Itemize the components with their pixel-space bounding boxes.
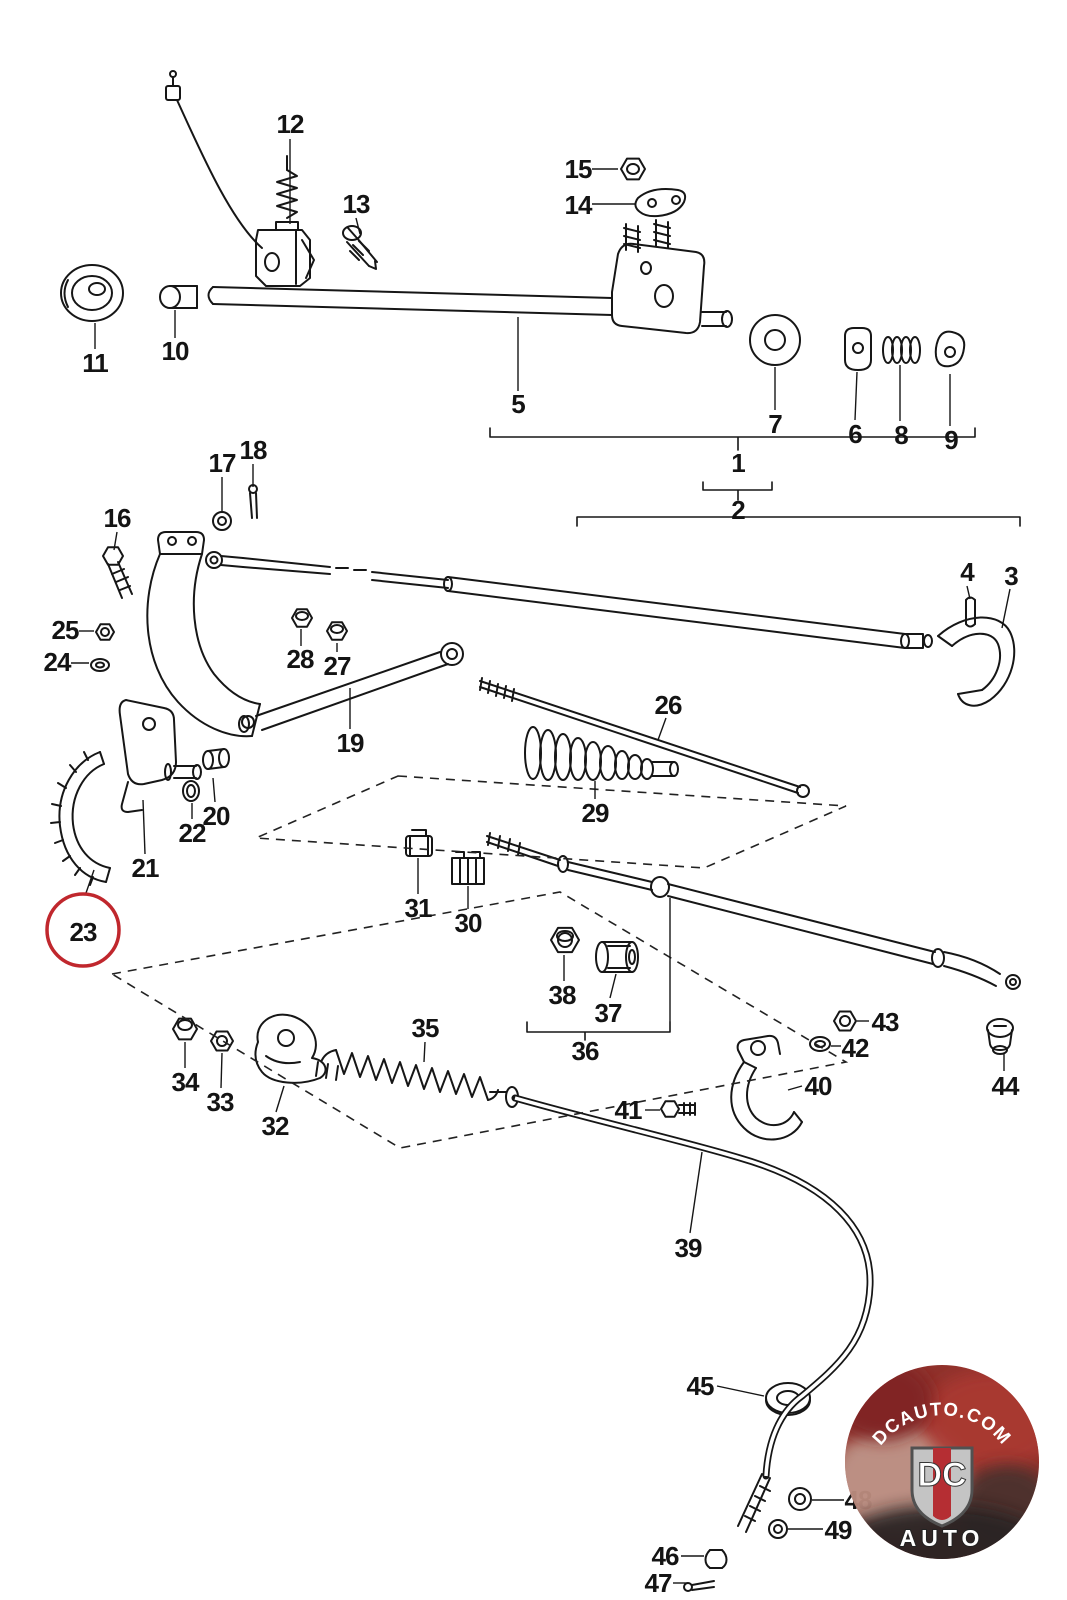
part-washer-7: [749, 314, 801, 366]
part-nut-33: [210, 1030, 234, 1052]
rear-cable-upper: [486, 832, 1021, 990]
part-screw-13: [342, 225, 378, 270]
callout-bracket-36: [526, 1021, 671, 1041]
part-rod-5: [207, 219, 733, 335]
part-plate-9: [934, 330, 966, 368]
part-nut-15: [620, 157, 646, 181]
logo-shield: DC: [910, 1446, 974, 1528]
part-washer-17: [212, 511, 232, 531]
part-nut-34: [172, 1017, 198, 1041]
leader-lines: [71, 139, 1011, 1584]
part-nut-38: [550, 926, 580, 954]
callout-bracket-2: [576, 481, 1021, 527]
part-nut-27: [326, 621, 348, 641]
part-bolt-16: [102, 546, 133, 599]
part-hook-23: [50, 751, 111, 886]
part-washer-24: [90, 658, 110, 672]
part-bolt-41: [660, 1100, 696, 1118]
dashed-planes: [109, 775, 849, 1149]
part-spring-35: [315, 1049, 519, 1108]
part-washer-49: [768, 1519, 788, 1539]
part-lever-arm: [146, 531, 261, 738]
part-adjuster-37: [595, 941, 639, 973]
part-pin-10: [159, 285, 198, 309]
part-cap-11: [60, 264, 124, 322]
part-boot-29: [524, 726, 679, 781]
cable-threaded-end: [737, 1473, 771, 1533]
part-lever-21: [118, 699, 202, 813]
part-washer-42: [809, 1036, 831, 1052]
part-nut-43: [833, 1010, 857, 1032]
dcauto-watermark-logo: DCAUTO.COM DC AUTO: [845, 1365, 1039, 1559]
part-pin-4: [965, 596, 976, 628]
part-cam-32: [254, 1013, 327, 1084]
part-plate-14: [634, 188, 687, 218]
part-plate-6: [844, 327, 872, 371]
part-rod-26: [479, 677, 810, 798]
part-nut-28: [291, 608, 313, 628]
part-link-rod-19: [255, 642, 464, 731]
part-clamp-30: [451, 851, 485, 885]
highlight-circle-part-23: [45, 892, 121, 968]
callout-bracket-1: [489, 427, 976, 451]
logo-initials: DC: [917, 1456, 966, 1494]
part-spring-8: [882, 336, 921, 364]
part-oring-22: [182, 780, 200, 802]
part-handle-3: [937, 616, 1016, 707]
part-washer-48: [788, 1487, 812, 1511]
part-sleeve-20: [202, 748, 230, 770]
part-clip-31: [405, 829, 433, 857]
part-clip-46: [704, 1549, 728, 1569]
part-cable-39: [511, 1094, 874, 1480]
part-cotter-18: [248, 484, 258, 519]
cable-39-core: [514, 1096, 872, 1477]
part-plug-44: [986, 1018, 1014, 1055]
part-pin-47: [683, 1580, 715, 1592]
part-nut-25: [95, 623, 115, 641]
logo-word: AUTO: [900, 1525, 985, 1551]
part-bracket-12: [165, 70, 315, 287]
part-clamp-40: [730, 1034, 803, 1141]
cable-assembly-2: [205, 551, 933, 649]
